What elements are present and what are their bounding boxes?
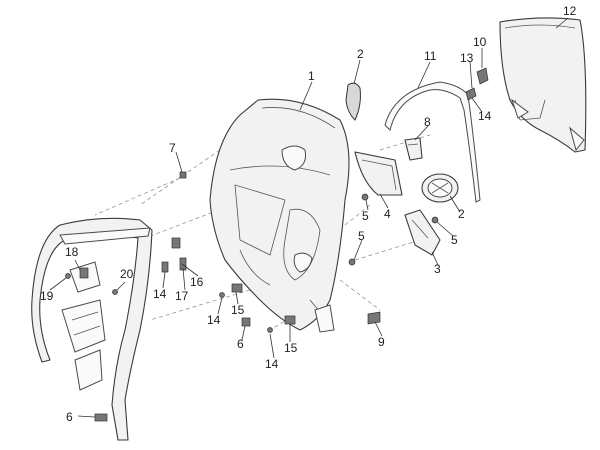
clip-icon [241,317,251,327]
callout-5-middle: 5 [358,229,365,243]
callout-5-upper: 5 [362,209,369,223]
screw-icon [348,258,356,266]
clip-icon [161,261,169,273]
screw-icon [112,289,118,295]
callout-10: 10 [473,35,487,49]
clip-icon [284,315,296,325]
callout-14-left: 14 [153,287,167,301]
callout-1: 1 [308,69,315,83]
callout-17: 17 [175,289,189,303]
callout-5-right: 5 [451,233,458,247]
clip-icon [179,171,187,179]
callout-4: 4 [384,207,391,221]
screw-icon [431,216,439,224]
clip-icon [94,413,108,422]
screw-icon [267,327,273,333]
bracket-icon [404,137,423,161]
hardware-group [65,67,489,422]
callout-19: 19 [40,289,54,303]
clip-icon [231,283,243,293]
filler-cap-icon [421,173,459,203]
screw-icon [476,67,489,85]
callout-11: 11 [424,49,437,63]
callout-14-middle: 14 [207,313,221,327]
callout-labels: 1 2 11 10 12 13 14 8 7 4 2 5 5 5 3 9 16 … [40,4,577,424]
callout-18: 18 [65,245,79,259]
screw-icon [219,292,225,298]
clip-icon [465,87,477,101]
bolt-icon [367,311,381,325]
screw-icon [65,273,71,279]
leader-lines [49,17,569,418]
callout-3: 3 [434,262,441,276]
glove-box-icon [354,151,403,196]
callout-8: 8 [424,115,431,129]
callout-14-top: 14 [478,109,492,123]
callout-13: 13 [460,51,474,65]
trim-strip-icon [384,81,481,203]
cover-panel-icon [499,17,587,153]
callout-20: 20 [120,267,134,281]
callout-9: 9 [378,335,385,349]
callout-7: 7 [169,141,176,155]
clip-icon [79,267,89,279]
flap-icon [345,82,361,121]
callout-6-middle: 6 [237,337,244,351]
callout-2-cap: 2 [458,207,465,221]
callout-16: 16 [190,275,204,289]
leg-shield-icon [209,98,350,333]
callout-14-bottom: 14 [265,357,279,371]
callout-2-flap: 2 [357,47,364,61]
callout-12: 12 [563,4,577,18]
front-frame-icon [31,217,153,441]
callout-15-right: 15 [284,341,298,355]
callout-15-left: 15 [231,303,245,317]
hinge-cover-icon [404,209,441,256]
screw-icon [361,193,369,201]
callout-6-bottom: 6 [66,410,73,424]
clip-icon [171,237,181,249]
